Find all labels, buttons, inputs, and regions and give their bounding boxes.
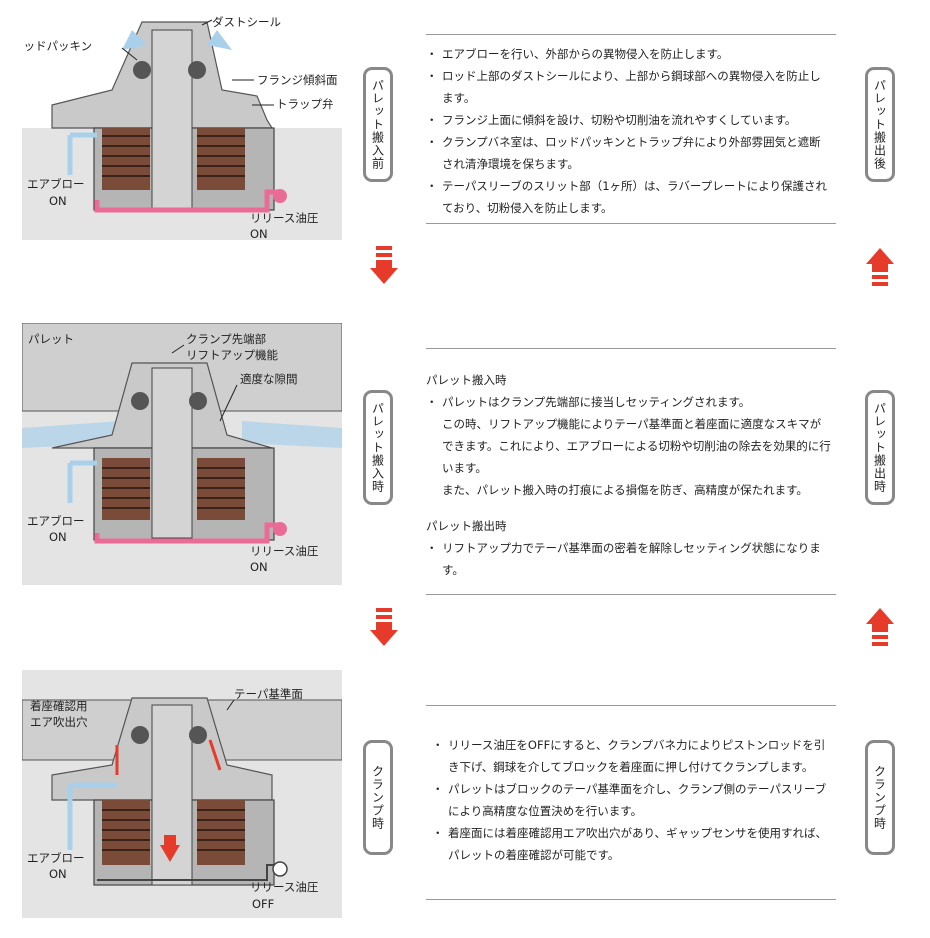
arrow-down-icon — [370, 608, 398, 646]
label-air-blow: エアブロー — [27, 514, 85, 528]
bullet-item: フランジ上面に傾斜を設け、切粉や切削油を流れやすくしています。 — [426, 109, 832, 131]
bullet-item: パレットはクランプ先端部に接当しセッティングされます。 — [426, 391, 832, 413]
bullet-list: リフトアップ力でテーパ基準面の密着を解除しセッティング状態になります。 — [426, 537, 832, 581]
bullet-list: パレットはクランプ先端部に接当しセッティングされます。 — [426, 391, 832, 413]
label-release: リリース油圧 — [250, 544, 318, 558]
clamp-diagram-pallet-loading: パレット クランプ先端部 リフトアップ機能 適度な隙間 エアブロー ON リリー… — [22, 323, 342, 585]
label-air-blow-state: ON — [49, 194, 67, 208]
label-air-blow-state: ON — [49, 530, 67, 544]
heading-pallet-unloading: パレット搬出時 — [426, 519, 507, 533]
bullet-item: パレットはブロックのテーパ基準面を介し、クランプ側のテーパスリーブにより高精度な… — [432, 778, 832, 822]
section-pallet-loading: パレット クランプ先端部 リフトアップ機能 適度な隙間 エアブロー ON リリー… — [0, 320, 930, 650]
label-lift-up: リフトアップ機能 — [186, 348, 278, 362]
label-clamp-tip: クランプ先端部 — [186, 332, 266, 346]
label-seat-air-hole: 着座確認用 — [30, 699, 88, 713]
section-before-load: ダストシール ロッドパッキン フランジ傾斜面 トラップ弁 エアブロー ON リリ… — [0, 0, 930, 300]
label-air-blow-state: ON — [49, 867, 67, 881]
stage-tab-clamping-right: クランプ時 — [865, 740, 895, 855]
stage-tab-pallet-unloading: パレット搬出時 — [865, 390, 895, 505]
arrow-up-icon — [866, 608, 894, 646]
label-gap: 適度な隙間 — [240, 372, 298, 386]
clamp-diagram-clamping: 着座確認用 エア吹出穴 テーパ基準面 エアブロー ON リリース油圧 OFF — [22, 670, 342, 918]
label-rod-packing: ロッドパッキン — [22, 39, 92, 53]
label-release: リリース油圧 — [250, 211, 318, 225]
label-pallet: パレット — [28, 332, 74, 346]
bullet-item: クランプバネ室は、ロッドパッキンとトラップ弁により外部雰囲気と遮断され清浄環境を… — [426, 131, 832, 175]
bullet-list: エアブローを行い、外部からの異物侵入を防止します。 ロッド上部のダストシールによ… — [426, 43, 832, 219]
heading-pallet-loading: パレット搬入時 — [426, 373, 507, 387]
section-clamping: 着座確認用 エア吹出穴 テーパ基準面 エアブロー ON リリース油圧 OFF ク… — [0, 670, 930, 938]
paragraph: この時、リフトアップ機能によりテーパ基準面と着座面に適度なスキマができます。これ… — [442, 417, 831, 475]
label-air-blow: エアブロー — [27, 177, 85, 191]
arrow-up-icon — [866, 248, 894, 286]
bullet-item: テーパスリーブのスリット部（1ヶ所）は、ラバープレートにより保護されており、切粉… — [426, 175, 832, 219]
stage-tab-after-unload: パレット搬出後 — [865, 67, 895, 182]
label-flange-slope: フランジ傾斜面 — [257, 73, 338, 87]
arrow-down-icon — [370, 246, 398, 284]
label-seat-air-hole-2: エア吹出穴 — [30, 715, 88, 729]
text-block-before-load: エアブローを行い、外部からの異物侵入を防止します。 ロッド上部のダストシールによ… — [426, 34, 836, 224]
label-air-blow: エアブロー — [27, 851, 85, 865]
paragraph: また、パレット搬入時の打痕による損傷を防ぎ、高精度が保たれます。 — [442, 483, 808, 497]
bullet-list: リリース油圧をOFFにすると、クランプバネ力によりピストンロッドを引き下げ、鋼球… — [432, 734, 832, 866]
text-block-pallet-loading: パレット搬入時 パレットはクランプ先端部に接当しセッティングされます。 この時、… — [426, 348, 836, 595]
label-release: リリース油圧 — [250, 880, 318, 894]
label-dust-seal: ダストシール — [212, 15, 281, 29]
stage-tab-clamping-left: クランプ時 — [363, 740, 393, 855]
label-release-state: ON — [250, 560, 268, 574]
text-block-clamping: リリース油圧をOFFにすると、クランプバネ力によりピストンロッドを引き下げ、鋼球… — [426, 705, 836, 900]
label-trap-valve: トラップ弁 — [276, 97, 334, 111]
label-taper-ref: テーパ基準面 — [234, 687, 303, 701]
label-release-state: OFF — [252, 897, 274, 911]
bullet-item: エアブローを行い、外部からの異物侵入を防止します。 — [426, 43, 832, 65]
stage-tab-before-load: パレット搬入前 — [363, 67, 393, 182]
bullet-item: ロッド上部のダストシールにより、上部から鋼球部への異物侵入を防止します。 — [426, 65, 832, 109]
stage-tab-pallet-loading: パレット搬入時 — [363, 390, 393, 505]
bullet-item: リフトアップ力でテーパ基準面の密着を解除しセッティング状態になります。 — [426, 537, 832, 581]
bullet-item: 着座面には着座確認用エア吹出穴があり、ギャップセンサを使用すれば、パレットの着座… — [432, 822, 832, 866]
label-release-state: ON — [250, 227, 268, 241]
clamp-diagram-before-load: ダストシール ロッドパッキン フランジ傾斜面 トラップ弁 エアブロー ON リリ… — [22, 15, 342, 241]
bullet-item: リリース油圧をOFFにすると、クランプバネ力によりピストンロッドを引き下げ、鋼球… — [432, 734, 832, 778]
